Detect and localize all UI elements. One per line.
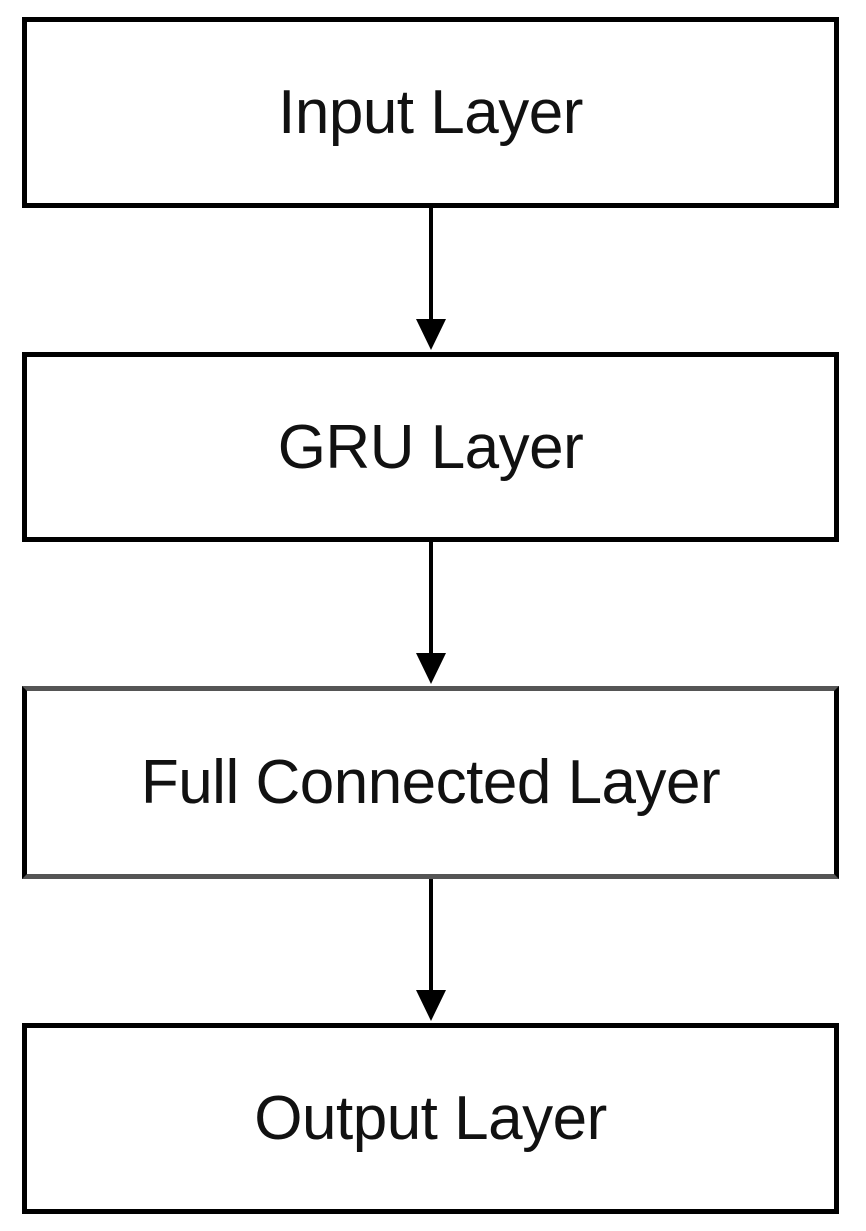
arrow-fc-to-output (416, 879, 446, 1021)
gru-layer-box: GRU Layer (22, 352, 839, 542)
full-connected-layer-box: Full Connected Layer (22, 686, 839, 879)
full-connected-layer-label: Full Connected Layer (140, 748, 721, 817)
arrow-gru-to-fc (416, 542, 446, 684)
output-layer-box: Output Layer (22, 1023, 839, 1214)
input-layer-label: Input Layer (278, 78, 583, 147)
input-layer-box: Input Layer (22, 17, 839, 208)
output-layer-label: Output Layer (254, 1084, 607, 1153)
arrow-input-to-gru (416, 208, 446, 350)
gru-layer-label: GRU Layer (277, 412, 584, 482)
